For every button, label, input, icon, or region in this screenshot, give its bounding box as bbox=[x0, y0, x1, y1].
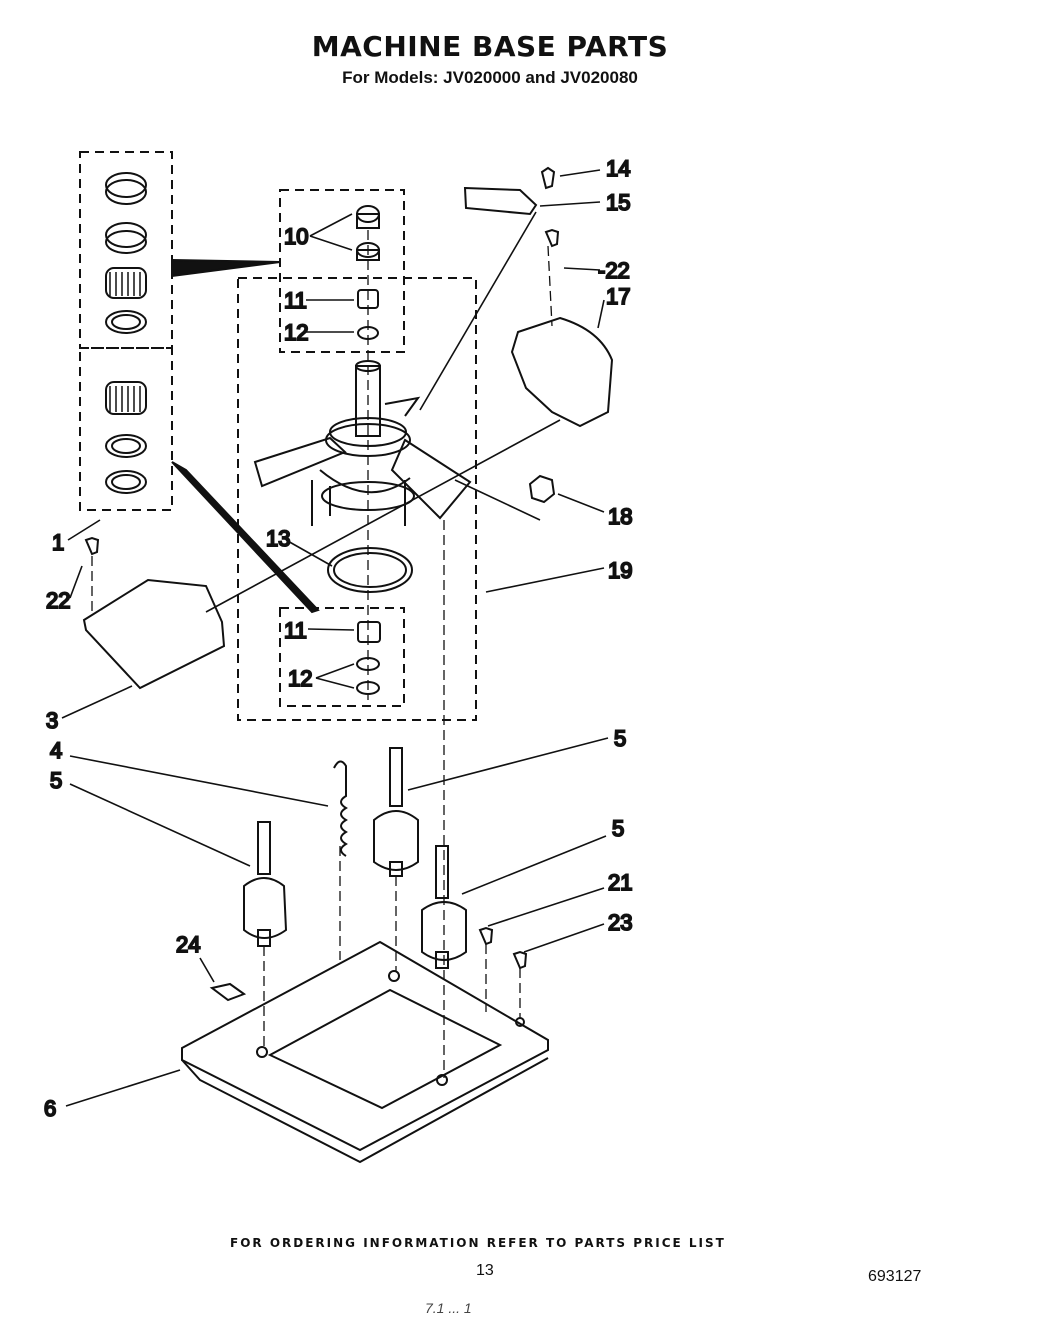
callout-19: 19 bbox=[608, 558, 632, 583]
callout-11-lower: 11 bbox=[284, 618, 307, 643]
leader-lines bbox=[61, 169, 609, 1107]
callout-17: 17 bbox=[606, 284, 630, 309]
clip-24 bbox=[209, 982, 247, 1002]
damper-right bbox=[421, 845, 467, 969]
callout-22-left: 22 bbox=[46, 588, 70, 613]
spring bbox=[333, 760, 348, 857]
document-code: 693127 bbox=[868, 1268, 922, 1285]
page-number: 13 bbox=[476, 1262, 494, 1279]
callout-13: 13 bbox=[266, 526, 290, 551]
callout-12-lower: 12 bbox=[288, 666, 312, 691]
screw-21 bbox=[478, 926, 494, 946]
screw-23 bbox=[512, 950, 528, 970]
callout-24: 24 bbox=[176, 932, 200, 957]
callout-11-upper: 11 bbox=[284, 288, 307, 313]
o-ring bbox=[327, 547, 413, 593]
bearing-kit-box bbox=[79, 151, 173, 511]
damper-left bbox=[243, 821, 288, 947]
callout-12-upper: 12 bbox=[284, 320, 308, 345]
callout-4: 4 bbox=[50, 738, 62, 763]
callout-14: 14 bbox=[606, 156, 630, 181]
callout-18: 18 bbox=[608, 504, 632, 529]
screw-right bbox=[544, 228, 560, 248]
callout-5-center: 5 bbox=[614, 726, 626, 751]
callout-10: 10 bbox=[284, 224, 308, 249]
cover-plate bbox=[510, 316, 614, 428]
machine-base-plate bbox=[181, 940, 549, 1164]
left-cover-plate bbox=[82, 578, 226, 690]
callout-23: 23 bbox=[608, 910, 632, 935]
handwritten-stamp: 7.1 ... 1 bbox=[425, 1300, 472, 1316]
damper-center bbox=[373, 747, 419, 877]
callout-21: 21 bbox=[608, 870, 632, 895]
callout-15: 15 bbox=[606, 190, 630, 215]
transmission-assembly-box bbox=[237, 277, 477, 721]
callout-22-right: -22 bbox=[598, 258, 630, 283]
page-title: MACHINE BASE PARTS bbox=[311, 30, 669, 63]
bracket bbox=[463, 166, 556, 216]
callout-5-right: 5 bbox=[612, 816, 624, 841]
callout-1: 1 bbox=[52, 530, 64, 555]
ordering-note: FOR ORDERING INFORMATION REFER TO PARTS … bbox=[230, 1236, 726, 1250]
hex-nut bbox=[528, 474, 556, 504]
screw-left bbox=[84, 536, 100, 556]
kit-pointer-lower bbox=[171, 461, 320, 614]
kit-pointer-upper bbox=[171, 258, 281, 278]
callout-3: 3 bbox=[46, 708, 58, 733]
callout-6: 6 bbox=[44, 1096, 56, 1121]
transmission-assembly bbox=[253, 360, 472, 526]
callout-5-left: 5 bbox=[50, 768, 62, 793]
model-subtitle: For Models: JV020000 and JV020080 bbox=[342, 68, 638, 87]
alignment-lines bbox=[91, 230, 553, 1078]
